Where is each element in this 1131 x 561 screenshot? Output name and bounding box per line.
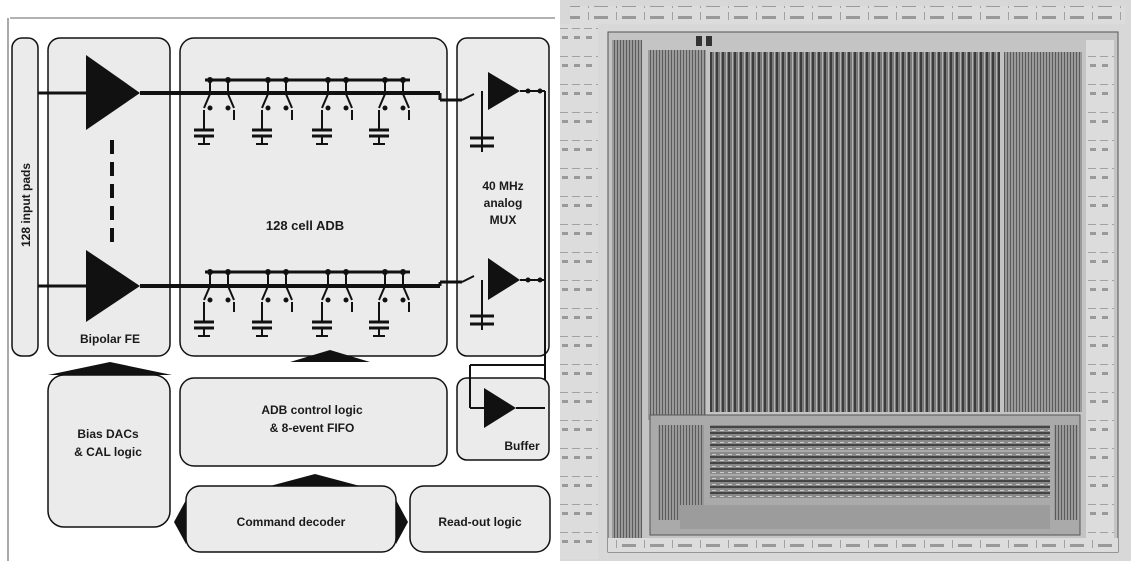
mux-block: 40 MHz analog MUX — [440, 38, 549, 356]
mux-label-line2: analog — [484, 196, 523, 210]
adb-control-line1: ADB control logic — [261, 403, 363, 417]
adb-block: 128 cell ADB — [140, 38, 447, 356]
input-pads-block: 128 input pads — [12, 38, 38, 356]
bias-dacs-block: Bias DACs & CAL logic — [48, 362, 172, 527]
arrow-icon — [48, 362, 172, 375]
adb-control-line2: & 8-event FIFO — [270, 421, 355, 435]
mux-label-line3: MUX — [490, 213, 517, 227]
command-decoder-label: Command decoder — [237, 515, 346, 529]
readout-label: Read-out logic — [438, 515, 522, 529]
mux-label-line1: 40 MHz — [482, 179, 523, 193]
bias-dacs-line1: Bias DACs — [77, 427, 139, 441]
die-micrograph — [560, 0, 1131, 561]
adb-label: 128 cell ADB — [266, 218, 344, 233]
input-pads-label: 128 input pads — [19, 163, 33, 247]
bipolar-fe-label: Bipolar FE — [80, 332, 140, 346]
arrow-icon — [396, 500, 408, 544]
arrow-icon — [174, 500, 186, 544]
bipolar-fe-block: Bipolar FE — [48, 38, 170, 356]
arrow-icon — [270, 474, 360, 486]
bias-dacs-line2: & CAL logic — [74, 445, 142, 459]
adb-array — [710, 52, 1000, 412]
adb-control-block: ADB control logic & 8-event FIFO — [180, 350, 447, 466]
buffer-label: Buffer — [504, 439, 540, 453]
command-decoder-block: Command decoder — [174, 474, 408, 552]
buffer-block: Buffer — [457, 365, 549, 460]
block-diagram: 128 input pads Bipolar FE 128 cell ADB — [0, 0, 560, 561]
readout-block: Read-out logic — [410, 486, 550, 552]
